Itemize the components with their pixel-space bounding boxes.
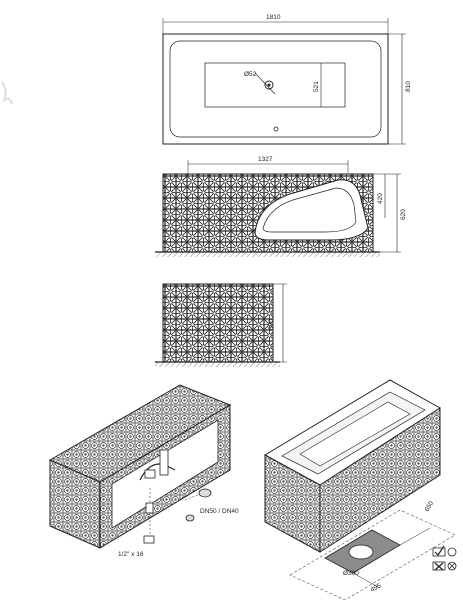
check-icon	[432, 545, 457, 557]
plate-depth-label: 650	[424, 500, 436, 513]
width-label: 1810	[266, 14, 281, 21]
inner-label: 521	[313, 81, 320, 92]
drain-size-label: DN50 / DN40	[200, 508, 239, 515]
top-view: Ø52 1810 810 521	[162, 14, 412, 145]
tub-front-panel	[319, 407, 441, 553]
seat-label: 420	[377, 193, 384, 204]
hole-label: Ø300	[343, 570, 359, 577]
tub-floor	[204, 62, 346, 108]
depth-label: 810	[405, 81, 412, 92]
connector-label: 1/2" x 16	[118, 551, 144, 558]
overflow-hole	[273, 126, 279, 132]
side-height-label: 620	[268, 319, 275, 330]
height-label: 620	[400, 209, 407, 220]
floor-outline	[289, 509, 456, 600]
assembly-view: 1/2" x 16 DN50 / DN40	[48, 384, 239, 558]
tub-iso-view: Ø300 650 495	[263, 379, 456, 600]
plate-width-label: 495	[370, 582, 383, 594]
side-panel	[162, 283, 274, 363]
side-view: 620	[155, 283, 287, 367]
length-label: 1327	[258, 156, 273, 163]
front-view: 1327 420 620	[155, 156, 407, 257]
floor-hole	[348, 544, 374, 560]
drain-label: Ø52	[244, 71, 257, 78]
cross-icon	[432, 561, 457, 571]
